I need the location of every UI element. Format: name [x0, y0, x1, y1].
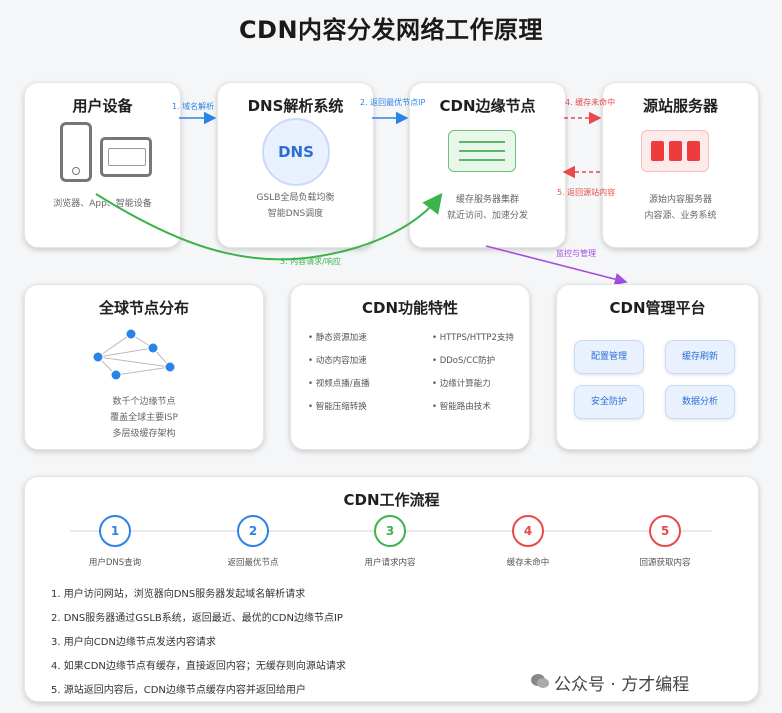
label-return-ip: 2. 返回最优节点IP	[360, 98, 426, 107]
origin-server-icon	[641, 130, 709, 172]
dns-title: DNS解析系统	[247, 97, 344, 115]
origin-server-title: 源站服务器	[642, 97, 718, 115]
user-device-desc: 浏览器、App、智能设备	[53, 199, 152, 209]
watermark-text: 公众号 · 方才编程	[554, 675, 690, 695]
feature-right-4: • 智能路由技术	[432, 402, 491, 412]
label-dns-query: 1. 域名解析	[172, 102, 215, 111]
page-title: CDN内容分发网络工作原理	[238, 16, 544, 44]
tablet-icon	[100, 137, 152, 177]
step-3-label: 用户请求内容	[364, 558, 416, 568]
step-3-circle: 3	[374, 515, 406, 547]
feature-right-2: • DDoS/CC防护	[432, 356, 496, 366]
global-desc-1: 数千个边缘节点	[112, 397, 176, 407]
step-5-circle: 5	[649, 515, 681, 547]
step-1-label: 用户DNS查询	[88, 558, 142, 568]
edge-node-title: CDN边缘节点	[439, 97, 536, 115]
feature-left-1: • 静态资源加速	[308, 333, 367, 343]
step-2-label: 返回最优节点	[227, 558, 279, 568]
feature-left-2: • 动态内容加速	[308, 356, 367, 366]
label-monitor-manage: 监控与管理	[556, 249, 596, 258]
config-manage-button[interactable]: 配置管理	[574, 340, 644, 374]
global-desc-2: 覆盖全球主要ISP	[110, 413, 178, 423]
workflow-description-4: 4. 如果CDN边缘节点有缓存，直接返回内容；无缓存则向源站请求	[51, 661, 346, 672]
workflow-description-5: 5. 源站返回内容后，CDN边缘节点缓存内容并返回给用户	[51, 685, 306, 696]
workflow-card: CDN工作流程	[24, 476, 759, 702]
step-4-circle: 4	[512, 515, 544, 547]
feature-right-1: • HTTPS/HTTP2支持	[432, 333, 514, 343]
step-5-label: 回源获取内容	[639, 558, 691, 568]
workflow-description-1: 1. 用户访问网站，浏览器向DNS服务器发起域名解析请求	[51, 589, 306, 600]
global-desc-3: 多层级缓存架构	[112, 429, 176, 439]
cache-refresh-button[interactable]: 缓存刷新	[665, 340, 735, 374]
workflow-title: CDN工作流程	[343, 491, 440, 509]
label-content-request: 3. 内容请求/响应	[280, 257, 341, 266]
server-rack-icon	[448, 130, 516, 172]
global-nodes-title: 全球节点分布	[98, 299, 189, 317]
step-4-label: 缓存未命中	[506, 558, 550, 568]
data-analysis-button[interactable]: 数据分析	[665, 385, 735, 419]
feature-right-3: • 边缘计算能力	[432, 379, 491, 389]
edge-node-desc-2: 就近访问、加速分发	[446, 211, 528, 221]
origin-desc-1: 源始内容服务器	[648, 195, 712, 205]
features-title: CDN功能特性	[361, 299, 458, 317]
origin-desc-2: 内容源、业务系统	[644, 211, 717, 221]
workflow-description-2: 2. DNS服务器通过GSLB系统，返回最近、最优的CDN边缘节点IP	[51, 613, 343, 624]
mgmt-platform-title: CDN管理平台	[609, 299, 706, 317]
dns-desc-1: GSLB全局负载均衡	[256, 193, 335, 203]
feature-left-4: • 智能压缩转换	[308, 402, 367, 412]
wechat-icon	[531, 674, 549, 688]
edge-node-desc-1: 缓存服务器集群	[455, 195, 519, 205]
step-1-circle: 1	[99, 515, 131, 547]
features-card: CDN功能特性	[290, 284, 530, 450]
workflow-description-3: 3. 用户向CDN边缘节点发送内容请求	[51, 637, 216, 648]
dns-icon: DNS	[262, 118, 330, 186]
global-nodes-card: 全球节点分布 数千个边缘节点 覆盖全球主要ISP 多层级缓存架构	[24, 284, 264, 450]
label-cache-miss: 4. 缓存未命中	[565, 98, 616, 107]
step-2-circle: 2	[237, 515, 269, 547]
dns-desc-2: 智能DNS调度	[267, 209, 324, 219]
security-button[interactable]: 安全防护	[574, 385, 644, 419]
label-origin-return: 5. 返回源站内容	[557, 188, 616, 197]
user-device-title: 用户设备	[72, 97, 133, 115]
phone-icon	[60, 122, 92, 182]
feature-left-3: • 视频点播/直播	[308, 379, 370, 389]
